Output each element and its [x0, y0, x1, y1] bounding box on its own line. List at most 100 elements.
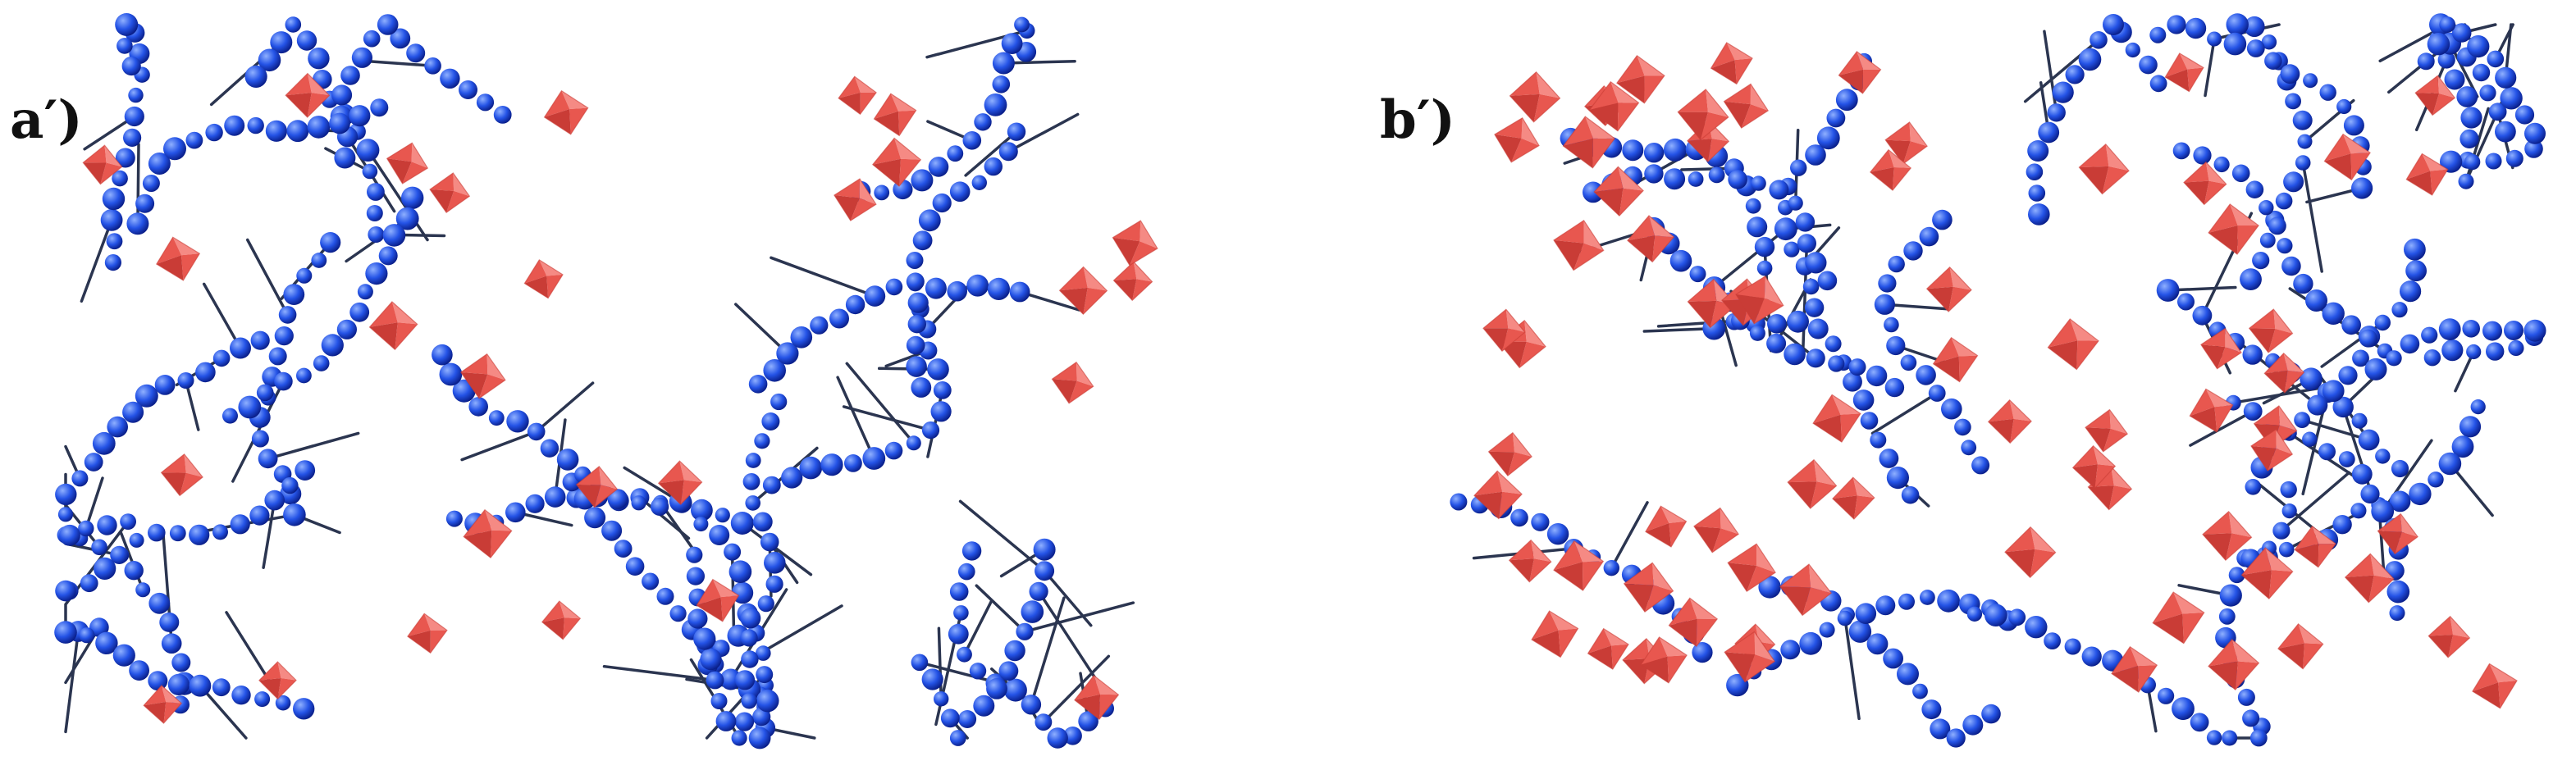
- linker-line: [199, 684, 248, 740]
- sphere-icon: [1828, 355, 1845, 372]
- sphere-icon: [189, 524, 210, 545]
- sphere-icon: [115, 148, 135, 168]
- sphere-icon: [686, 567, 706, 585]
- sphere-icon: [2350, 503, 2367, 519]
- sphere-icon: [2338, 366, 2358, 385]
- sphere-icon: [254, 691, 271, 708]
- sphere-icon: [2386, 350, 2402, 367]
- sphere-icon: [911, 169, 934, 192]
- sphere-icon: [2523, 319, 2546, 342]
- sphere-icon: [2487, 50, 2505, 68]
- sphere-icon: [2495, 66, 2517, 89]
- sphere-icon: [357, 284, 373, 300]
- sphere-icon: [1875, 595, 1896, 616]
- sphere-icon: [440, 68, 460, 89]
- sphere-icon: [957, 646, 972, 663]
- octahedron-icon: [2377, 512, 2418, 555]
- sphere-icon: [651, 497, 669, 517]
- sphere-icon: [212, 524, 228, 540]
- sphere-icon: [984, 157, 1003, 176]
- linker-line: [1030, 596, 1066, 707]
- sphere-icon: [231, 686, 251, 705]
- sphere-icon: [1450, 493, 1468, 511]
- octahedron-icon: [543, 89, 589, 135]
- sphere-icon: [1035, 713, 1053, 731]
- sphere-icon: [2008, 608, 2026, 626]
- sphere-icon: [249, 505, 270, 526]
- linker-line: [1870, 391, 1939, 435]
- sphere-icon: [94, 557, 116, 581]
- sphere-icon: [527, 422, 546, 441]
- sphere-icon: [55, 483, 77, 506]
- octahedron-icon: [1509, 71, 1561, 123]
- sphere-icon: [760, 532, 779, 552]
- sphere-icon: [171, 653, 191, 672]
- sphere-icon: [142, 175, 160, 192]
- sphere-icon: [1981, 704, 2001, 724]
- sphere-icon: [159, 612, 180, 632]
- octahedron-icon: [1553, 219, 1605, 271]
- sphere-icon: [1886, 467, 1909, 490]
- sphere-icon: [1063, 727, 1082, 745]
- sphere-icon: [949, 582, 969, 601]
- sphere-icon: [320, 232, 341, 253]
- linker-line: [2204, 37, 2216, 98]
- octahedron-icon: [575, 466, 619, 508]
- sphere-icon: [763, 359, 786, 382]
- sphere-icon: [2375, 449, 2391, 464]
- sphere-icon: [2125, 42, 2140, 58]
- sphere-icon: [313, 355, 330, 371]
- linker-line: [1002, 59, 1076, 65]
- linker-line: [845, 362, 916, 445]
- sphere-icon: [2044, 632, 2062, 649]
- sphere-icon: [2437, 51, 2455, 69]
- linker-line: [1023, 601, 1135, 634]
- sphere-icon: [368, 226, 385, 243]
- sphere-icon: [734, 712, 755, 731]
- linker-line: [842, 405, 933, 432]
- sphere-icon: [189, 674, 212, 697]
- octahedron-icon: [1724, 631, 1776, 683]
- sphere-icon: [1001, 33, 1023, 54]
- linker-line: [1018, 290, 1081, 312]
- sphere-icon: [862, 447, 886, 470]
- sphere-icon: [912, 230, 933, 251]
- sphere-icon: [1870, 431, 1887, 449]
- octahedron-icon: [1710, 42, 1753, 85]
- octahedron-icon: [1627, 215, 1675, 263]
- sphere-icon: [365, 262, 388, 285]
- linker-line: [184, 379, 200, 431]
- sphere-icon: [1603, 560, 1620, 576]
- sphere-icon: [1078, 711, 1098, 731]
- sphere-icon: [844, 454, 862, 472]
- sphere-icon: [1825, 335, 1842, 353]
- sphere-icon: [2243, 402, 2263, 421]
- sphere-icon: [829, 308, 849, 329]
- sphere-icon: [2305, 289, 2327, 312]
- octahedron-icon: [2047, 318, 2099, 371]
- sphere-icon: [1817, 271, 1838, 291]
- sphere-icon: [2167, 15, 2186, 34]
- sphere-icon: [2389, 605, 2405, 622]
- sphere-icon: [799, 456, 823, 480]
- sphere-icon: [820, 453, 843, 476]
- sphere-icon: [59, 524, 80, 546]
- panel-a: a′): [10, 13, 1158, 749]
- sphere-icon: [949, 730, 966, 746]
- sphere-icon: [148, 671, 168, 691]
- sphere-icon: [395, 207, 419, 230]
- sphere-icon: [104, 254, 121, 271]
- sphere-icon: [2364, 358, 2387, 380]
- sphere-icon: [2272, 522, 2291, 540]
- sphere-icon: [2213, 156, 2230, 173]
- octahedron-icon: [2248, 308, 2294, 353]
- sphere-icon: [2332, 515, 2352, 535]
- sphere-icon: [1797, 234, 1816, 253]
- sphere-icon: [2207, 31, 2222, 47]
- sphere-icon: [2237, 688, 2255, 706]
- sphere-icon: [756, 645, 771, 661]
- sphere-icon: [459, 80, 477, 99]
- sphere-icon: [762, 476, 781, 494]
- sphere-icon: [340, 66, 360, 85]
- sphere-icon: [2295, 155, 2311, 171]
